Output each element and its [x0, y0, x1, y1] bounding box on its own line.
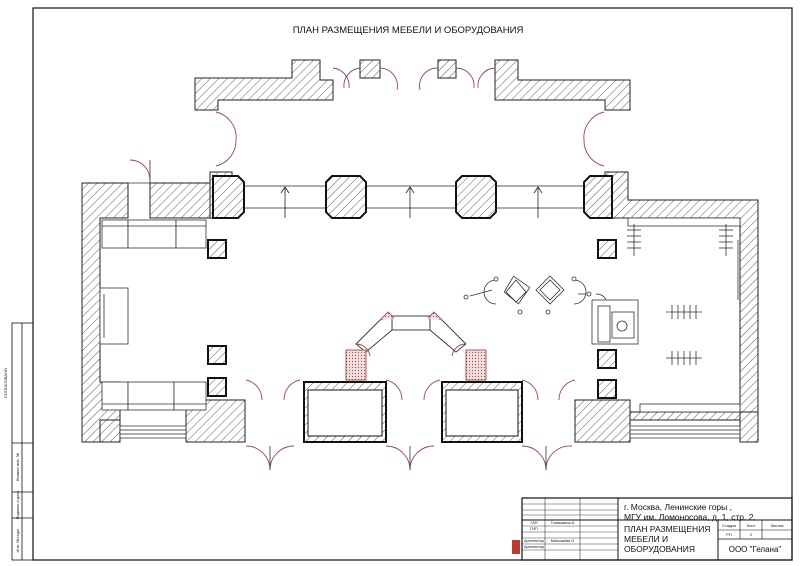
vestibule-right	[441, 381, 523, 443]
rack-3	[666, 305, 702, 319]
side-sign-date: Подпись и дата	[15, 490, 20, 520]
facade-glazing	[244, 185, 584, 218]
role-3: Архитектор	[524, 539, 544, 543]
col-sheet: Лист	[747, 523, 756, 528]
display-tables	[463, 275, 592, 315]
door-leaves	[128, 160, 547, 470]
company-name: ООО "Гелана"	[729, 545, 782, 554]
vestibule-left	[303, 381, 387, 443]
side-replaced-inv: Взамен инв. №	[15, 453, 20, 481]
logo-mark-icon	[512, 540, 520, 554]
col-sheets: Листов	[771, 523, 784, 528]
cash-desk	[591, 293, 639, 345]
sheet-value: 2	[750, 532, 753, 537]
role-4: Архитектор	[524, 545, 544, 549]
drawing-title: ПЛАН РАЗМЕЩЕНИЯ МЕБЕЛИ И ОБОРУДОВАНИЯ	[293, 25, 524, 36]
name-1: Голышкина А.	[551, 521, 575, 525]
sheet-title-line-3: ОБОРУДОВАНИЯ	[624, 544, 695, 554]
rack-1	[627, 224, 641, 256]
clothing-racks	[627, 224, 733, 365]
name-3: Малышева О.	[551, 539, 576, 543]
interior-columns	[207, 239, 617, 399]
col-stage: Стадия	[722, 523, 736, 528]
sheet-frame	[32, 7, 793, 561]
role-1: ГАП	[530, 521, 537, 525]
furniture	[99, 217, 741, 413]
title-block	[521, 497, 793, 561]
side-stamp	[11, 322, 34, 561]
sheet-title-line-2: МЕБЕЛИ И	[624, 534, 668, 544]
stage-value: РП	[726, 532, 732, 537]
side-agreed: СОГЛАСОВАНО	[3, 368, 8, 398]
address-line-1: г. Москва, Ленинские горы ,	[624, 502, 732, 512]
rack-4	[666, 351, 702, 365]
side-inv-orig: Инв. № подл.	[15, 528, 20, 553]
sheet-title-line-1: ПЛАН РАЗМЕЩЕНИЯ	[624, 524, 710, 534]
rack-2	[719, 224, 733, 256]
central-island	[345, 311, 487, 381]
walls	[81, 59, 759, 443]
role-2: ГИП	[530, 527, 538, 531]
address-line-2: МГУ им. Ломоносова, д. 1, стр. 2.	[624, 512, 756, 522]
bottom-windows	[119, 425, 741, 439]
facade-columns	[212, 175, 613, 219]
